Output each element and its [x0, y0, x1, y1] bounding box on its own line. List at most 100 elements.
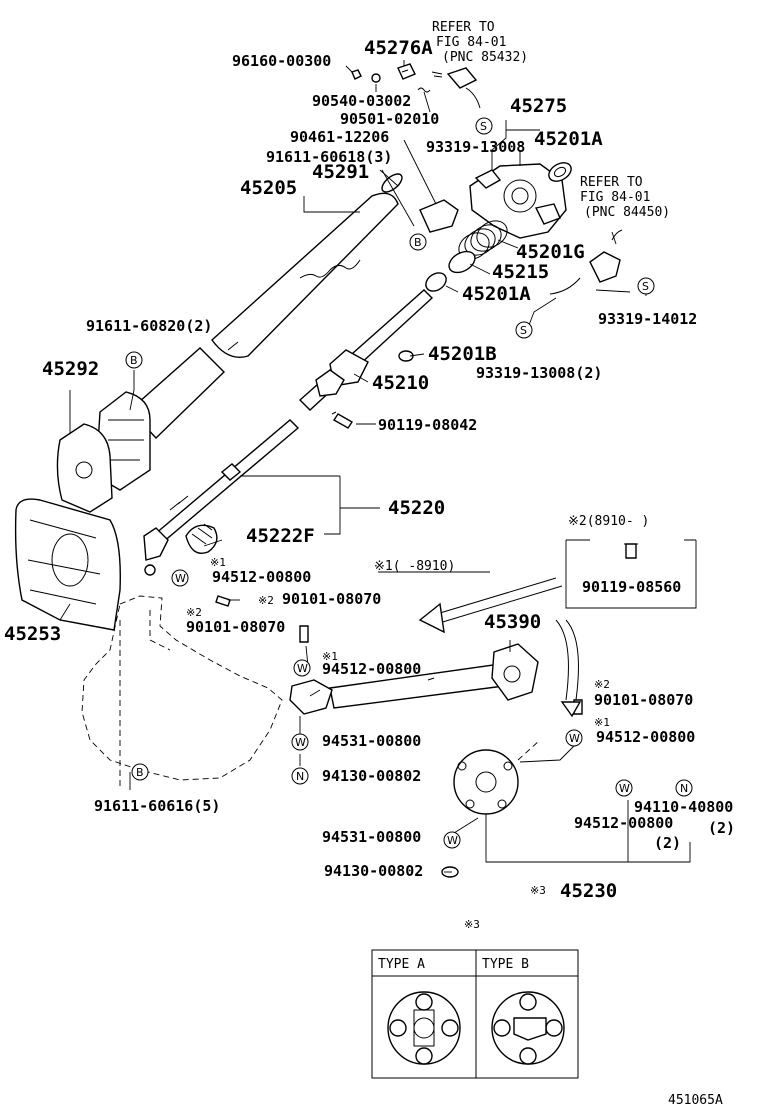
refer-mid-line3: (PNC 84450)	[584, 205, 670, 220]
type-b-coupling	[491, 991, 565, 1065]
svg-text:B: B	[130, 354, 138, 367]
label-94512-00800-b: 94512-00800	[322, 660, 421, 678]
mark-3b: ※3	[464, 918, 480, 931]
svg-text:B: B	[414, 236, 422, 249]
main-shaft-45210	[298, 272, 447, 411]
callout-arrow	[418, 577, 563, 634]
label-93319-13008-2: 93319-13008(2)	[476, 364, 602, 382]
label-45230: 45230	[560, 880, 617, 902]
mark-2c: ※2	[594, 678, 610, 691]
part-45276a-clip	[397, 63, 416, 80]
svg-text:W: W	[619, 782, 630, 795]
label-94512-00800-a: 94512-00800	[212, 568, 311, 586]
symbol-nut-1: N	[291, 767, 309, 785]
part-45201a-bearing-top	[548, 162, 572, 182]
label-94531-00800-a: 94531-00800	[322, 732, 421, 750]
label-94110-40800: 94110-40800	[634, 798, 733, 816]
fastener-90119-08560	[624, 543, 638, 559]
label-45215: 45215	[492, 261, 549, 283]
mark-1c: ※1	[594, 716, 610, 729]
symbol-washer-5: W	[615, 779, 633, 797]
mark-2b: ※2	[186, 606, 202, 619]
label-90101-08070-b: 90101-08070	[186, 618, 285, 636]
label-94130-00802-a: 94130-00802	[322, 767, 421, 785]
label-90101-08070-a: 90101-08070	[282, 590, 381, 608]
svg-text:N: N	[680, 782, 688, 795]
mark-2a: ※2	[258, 594, 274, 607]
mark-1a: ※1	[210, 556, 226, 569]
symbol-nut-2: N	[675, 779, 693, 797]
svg-text:W: W	[447, 834, 458, 847]
svg-text:W: W	[297, 662, 308, 675]
label-45205: 45205	[240, 177, 297, 199]
svg-text:N: N	[296, 770, 304, 783]
note2-range: ※2(8910- )	[568, 514, 649, 529]
part-90540-ring	[371, 73, 381, 83]
refer-top-line2: FIG 84-01	[436, 35, 506, 50]
label-94110-qty: (2)	[708, 819, 735, 837]
lower-shaft-45390	[289, 643, 539, 715]
type-a-header: TYPE A	[378, 957, 425, 972]
symbol-screw-1: S	[475, 117, 493, 135]
symbol-bolt-1: B	[409, 233, 427, 251]
svg-text:S: S	[642, 280, 649, 293]
label-91611-60618: 91611-60618(3)	[266, 148, 392, 166]
label-45201g: 45201G	[516, 241, 585, 263]
mark-1b: ※1	[322, 650, 338, 663]
label-94512-d-qty: (2)	[654, 834, 681, 852]
symbol-washer-3: W	[291, 733, 309, 751]
label-45201b: 45201B	[428, 343, 497, 365]
part-45292-plate	[56, 423, 113, 513]
label-90461-12206: 90461-12206	[290, 128, 389, 146]
fastener-90101-a	[215, 595, 231, 607]
label-45210: 45210	[372, 372, 429, 394]
symbol-washer-1: W	[171, 569, 189, 587]
label-94531-00800-b: 94531-00800	[322, 828, 421, 846]
bent-arrow-right	[555, 619, 582, 718]
label-90540-03002: 90540-03002	[312, 92, 411, 110]
label-45390: 45390	[484, 611, 541, 633]
type-table: TYPE A TYPE B	[371, 949, 579, 1079]
part-45201g-spring	[458, 220, 508, 260]
label-93319-14012: 93319-14012	[598, 310, 697, 328]
part-45222f-cover	[185, 523, 218, 554]
diagram-id: 451065A	[668, 1093, 723, 1108]
part-94512-washer-a	[144, 564, 156, 576]
label-45292: 45292	[42, 358, 99, 380]
svg-text:W: W	[295, 736, 306, 749]
label-45253: 45253	[4, 623, 61, 645]
refer-top-line1: REFER TO	[432, 20, 495, 35]
label-90119-08560: 90119-08560	[582, 578, 681, 596]
part-45215-ring	[448, 250, 476, 274]
label-94512-00800-c: 94512-00800	[596, 728, 695, 746]
label-94130-00802-b: 94130-00802	[324, 862, 423, 880]
type-a-coupling	[387, 991, 461, 1065]
part-90501-spring	[417, 87, 431, 93]
label-45275: 45275	[510, 95, 567, 117]
label-45201a-mid: 45201A	[462, 283, 531, 305]
mark-3a: ※3	[530, 884, 546, 897]
label-45291: 45291	[312, 161, 369, 183]
label-91611-60820: 91611-60820(2)	[86, 317, 212, 335]
column-tube-45205	[211, 173, 403, 358]
refer-mid-connector	[549, 229, 623, 295]
note1-range: ※1( -8910)	[374, 559, 455, 574]
symbol-screw-2: S	[637, 277, 655, 295]
svg-text:W: W	[569, 732, 580, 745]
leader-lines	[59, 60, 697, 873]
part-90119-08042-bolt	[331, 411, 353, 429]
symbol-washer-6: W	[443, 831, 461, 849]
intermediate-shaft-45220	[143, 419, 300, 561]
refer-top-line3: (PNC 85432)	[442, 50, 528, 65]
part-96160-nut	[351, 69, 362, 80]
symbol-bolt-2: B	[125, 351, 143, 369]
flex-coupling-45230	[453, 739, 541, 815]
symbol-washer-4: W	[565, 729, 583, 747]
column-lower-bracket	[95, 347, 225, 491]
svg-text:S: S	[480, 120, 487, 133]
svg-text:S: S	[520, 324, 527, 337]
symbol-screw-3: S	[515, 321, 533, 339]
label-90119-08042: 90119-08042	[378, 416, 477, 434]
part-45253-boot	[14, 498, 121, 631]
